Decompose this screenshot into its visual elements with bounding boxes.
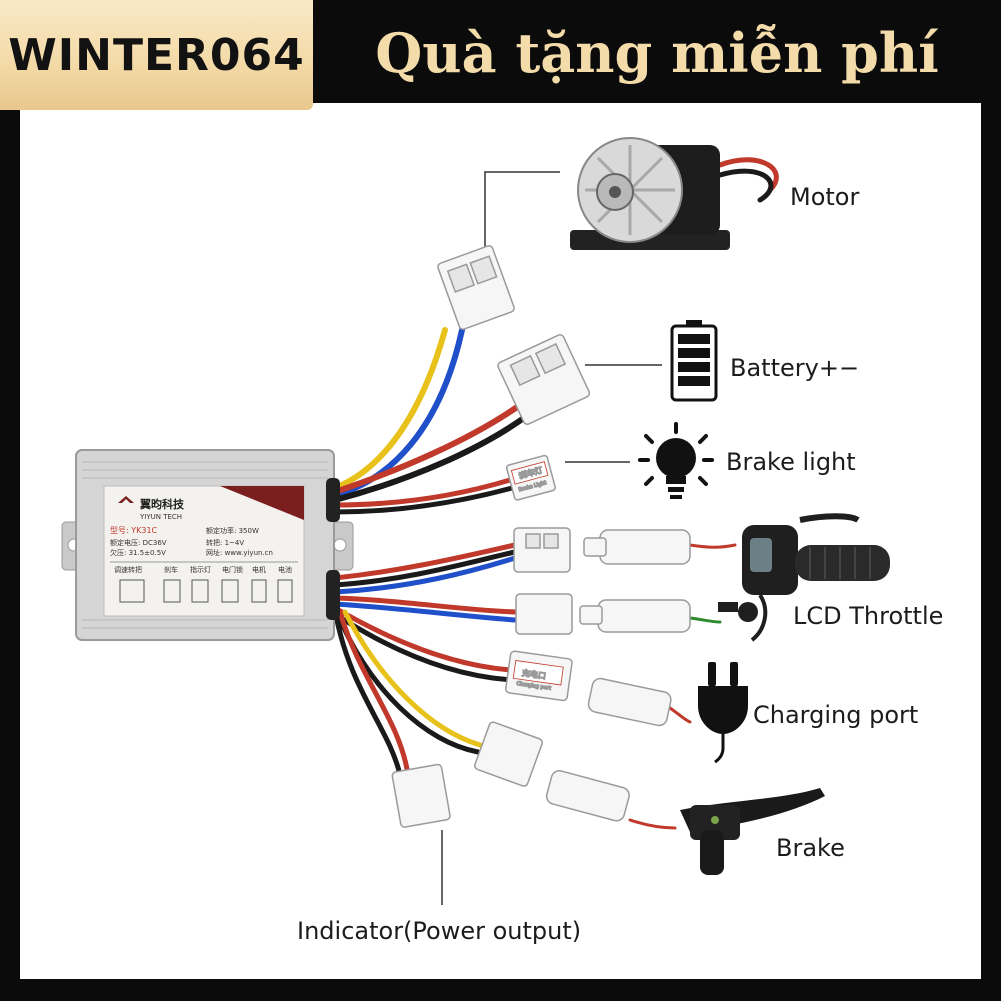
- controller-label-panel: [103, 485, 305, 617]
- throttle-connector: [513, 527, 571, 573]
- label-battery: Battery+−: [730, 354, 859, 382]
- lcd-throttle-picture: [718, 513, 890, 642]
- brand-en: YIYUN TECH: [139, 513, 182, 521]
- port-label: 电门锁: [222, 565, 243, 574]
- brake-mate: [545, 770, 630, 822]
- wire-indicator-black: [333, 612, 403, 778]
- port-label: 刹车: [164, 565, 178, 574]
- brake-light-connector: [505, 454, 556, 501]
- component-labels: Motor Battery+− Brake light LCD Throttle…: [297, 183, 943, 945]
- label-lcd-throttle: LCD Throttle: [793, 602, 943, 630]
- wire-indicator-red: [337, 609, 411, 778]
- wire-battery-black: [332, 412, 531, 503]
- brand-logo: [118, 496, 134, 503]
- motor-picture: [570, 137, 730, 250]
- throttle-mate: [583, 529, 691, 565]
- rated-power: 额定功率: 350W: [206, 526, 259, 535]
- port-label: 电机: [252, 565, 266, 574]
- charging-tag: 充电口: [521, 668, 546, 681]
- label-accent: [220, 486, 304, 520]
- charging-plug-icon: [698, 662, 748, 764]
- port-label: 指示灯: [190, 565, 211, 574]
- port-label: 调速转把: [114, 565, 142, 574]
- key-lock-icon: [738, 602, 758, 622]
- brand-cn: 翼昀科技: [139, 497, 185, 511]
- port-label: 电池: [278, 565, 292, 574]
- wire-throttle-pigtail: [688, 543, 737, 549]
- wire-motor-leads-black: [717, 168, 774, 203]
- wire-throttle-red: [332, 542, 518, 581]
- wire-motor-leads: [717, 157, 779, 193]
- wire-lock-pigtail: [688, 616, 722, 624]
- voucher-code: WINTER064: [8, 29, 305, 81]
- wire-brakelight-black: [332, 485, 515, 515]
- label-brake-light: Brake light: [726, 448, 856, 476]
- motor-connector: [437, 245, 515, 330]
- wire-grommet-lower: [326, 570, 340, 620]
- wires: [332, 157, 779, 830]
- label-brake: Brake: [776, 834, 845, 862]
- wire-throttle-blue: [332, 555, 518, 595]
- battery-connector: [497, 334, 591, 425]
- undervoltage: 欠压: 31.5±0.5V: [110, 548, 166, 557]
- leader-lines: [441, 171, 662, 905]
- speed-range: 转把: 1~4V: [206, 538, 244, 547]
- wire-lock-red: [332, 595, 518, 615]
- connectors: 刹车灯 Brake Light 充电口: [391, 245, 691, 828]
- model-label: 型号: YK31C: [110, 526, 158, 535]
- label-indicator: Indicator(Power output): [297, 917, 581, 945]
- wire-motor-yellow: [332, 327, 448, 491]
- charging-mate: [587, 677, 672, 727]
- wire-grommet-upper: [326, 478, 340, 522]
- rated-voltage: 额定电压: DC36V: [110, 538, 167, 547]
- charging-connector: [505, 650, 573, 702]
- label-motor: Motor: [790, 183, 859, 211]
- port-labels: 调速转把 刹车 指示灯 电门锁 电机 电池: [114, 565, 292, 574]
- wire-brakelight-red: [332, 477, 513, 508]
- leader-motor: [484, 171, 560, 255]
- wire-brake-pigtail: [628, 818, 677, 830]
- port-pin-diagrams: [119, 579, 293, 603]
- mount-hole-right: [333, 538, 347, 552]
- brake-lever-picture: [680, 788, 825, 875]
- wire-throttle-black: [332, 549, 518, 588]
- wire-brake-yellow: [342, 609, 483, 748]
- website: 网址: www.yiyun.cn: [206, 548, 273, 557]
- wire-charge-red: [332, 605, 513, 673]
- promo-title: Quà tặng miễn phí: [375, 21, 939, 85]
- label-charging-port: Charging port: [753, 701, 918, 729]
- brake-connector: [474, 721, 543, 787]
- indicator-connector: [391, 763, 451, 828]
- wire-lock-blue: [332, 601, 518, 623]
- voucher-code-badge[interactable]: WINTER064: [0, 0, 313, 110]
- light-bulb-icon: [638, 422, 714, 499]
- lock-connector: [515, 593, 573, 635]
- battery-icon: [670, 320, 718, 402]
- controller-box: 翼昀科技 YIYUN TECH 型号: YK31C 额定功率: 350W 额定电…: [61, 449, 354, 641]
- housing-ribs: [82, 461, 328, 629]
- wire-charge-pigtail: [668, 706, 692, 724]
- wire-battery-red: [332, 402, 523, 495]
- motor-shaft: [609, 186, 621, 198]
- lock-mate: [579, 599, 691, 633]
